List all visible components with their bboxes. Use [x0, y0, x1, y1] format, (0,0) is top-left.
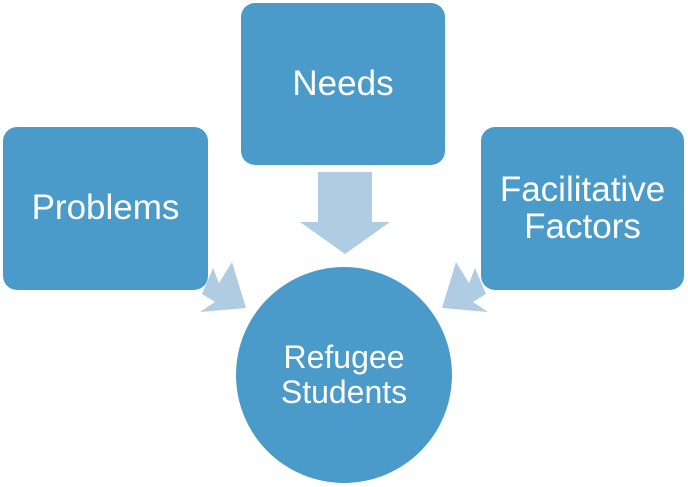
arrow-needs-to-center: [300, 172, 390, 254]
needs-label: Needs: [292, 63, 394, 103]
problems-label: Problems: [31, 188, 180, 228]
center-label-line2: Students: [280, 374, 408, 410]
problems-box: Problems: [3, 127, 208, 290]
needs-box: Needs: [241, 3, 445, 165]
facilitative-factors-label-line2: Factors: [524, 206, 641, 246]
facilitative-factors-label-line1: Facilitative: [499, 169, 666, 209]
refugee-students-circle: Refugee Students: [236, 267, 452, 483]
center-label-line1: Refugee: [283, 338, 405, 375]
facilitative-factors-box: Facilitative Factors: [481, 127, 684, 290]
